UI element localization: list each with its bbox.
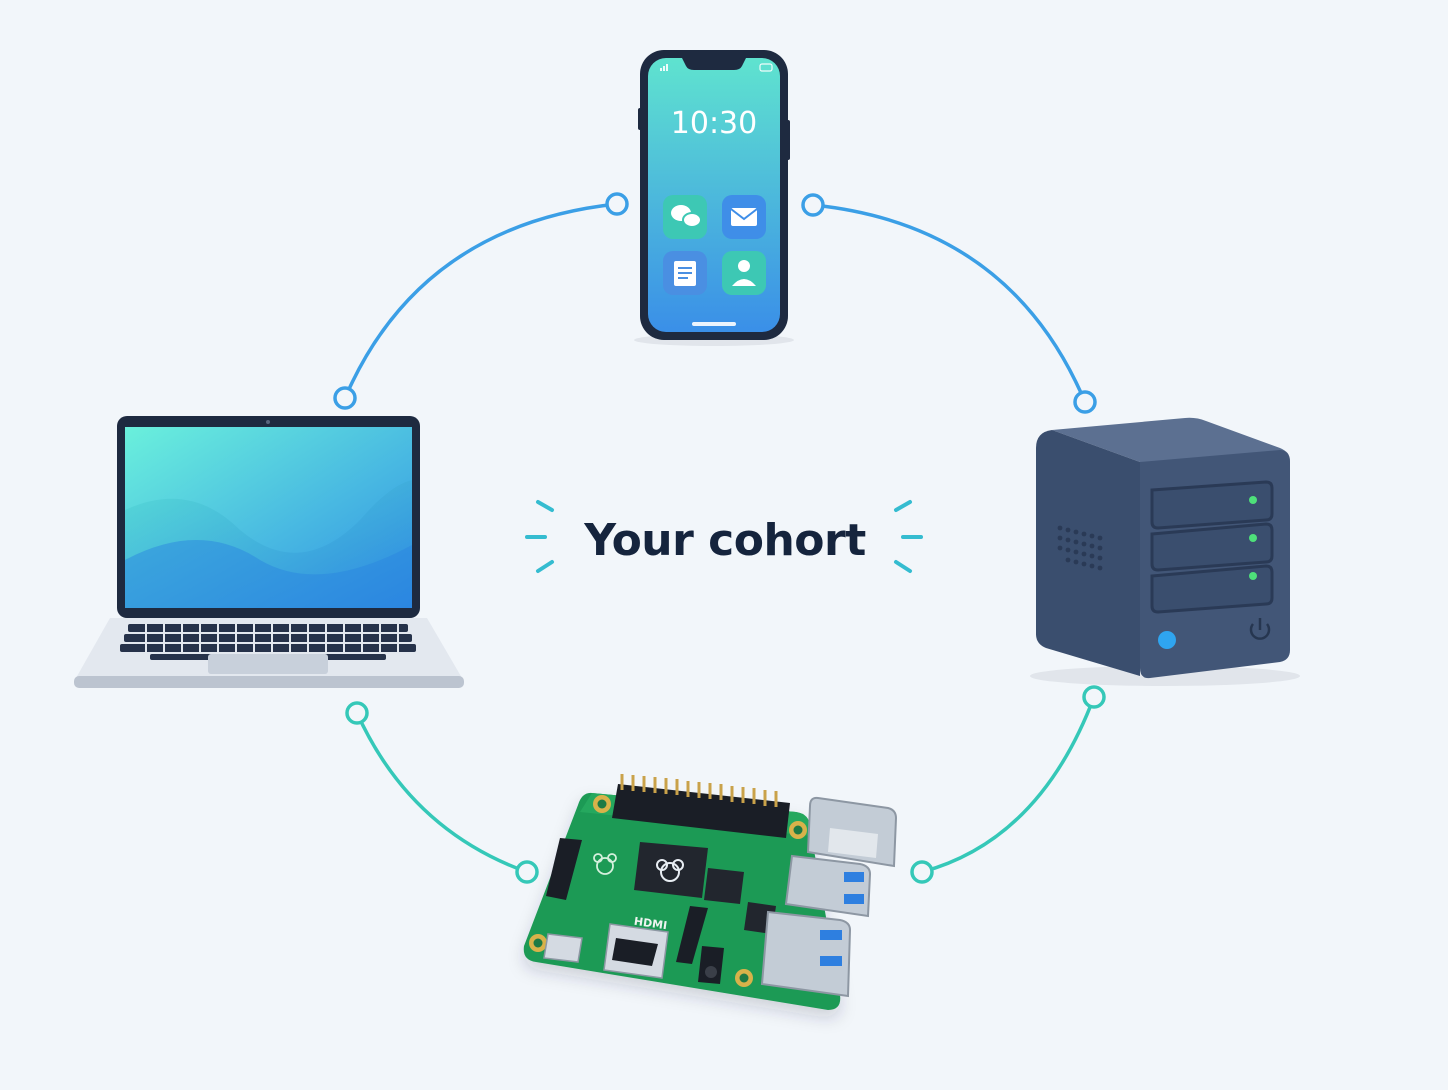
usb-port: [784, 854, 872, 918]
status-led: [1158, 631, 1176, 649]
vent-grille: [1057, 525, 1103, 571]
phone-clock: 10:30: [671, 106, 757, 141]
title-burst-right: [894, 500, 923, 573]
connector-dot: [910, 860, 934, 884]
smartphone-icon: 10:30: [634, 50, 794, 346]
contact-icon: [722, 251, 766, 295]
chat-icon: [663, 195, 707, 239]
raspberry-logo-icon: [593, 853, 617, 875]
connector-dot: [515, 860, 539, 884]
home-indicator: [692, 322, 736, 326]
connector-dot: [333, 386, 357, 410]
pcb-board: [523, 792, 841, 1010]
link-laptop-phone: [333, 192, 629, 410]
laptop-icon: [74, 416, 464, 688]
diagram-title: Your cohort: [584, 514, 866, 566]
single-board-computer-icon: HDMI: [523, 774, 898, 1010]
link-phone-nas: [801, 193, 1097, 414]
trackpad: [208, 654, 328, 674]
connector-dot: [801, 193, 825, 217]
link-pi-laptop: [345, 701, 539, 884]
micro-usb-port: [543, 933, 583, 963]
title-burst-left: [525, 500, 554, 573]
drive-bay: [1150, 564, 1274, 614]
gpio-header: [612, 774, 790, 838]
memory-chip: [704, 868, 744, 904]
hdmi-port: HDMI: [603, 915, 669, 979]
drive-bay: [1150, 480, 1274, 530]
audio-jack: [698, 946, 724, 984]
document-icon: [663, 251, 707, 295]
power-icon: [1249, 618, 1271, 640]
connector-dot: [605, 192, 629, 216]
link-nas-pi: [910, 685, 1106, 884]
server-icon: [1030, 417, 1300, 686]
battery-icon: [759, 63, 773, 72]
signal-icon: [660, 64, 668, 71]
soc-chip: [634, 842, 708, 898]
mail-icon: [722, 195, 766, 239]
drive-bay: [1150, 522, 1274, 572]
connector-dot: [1082, 685, 1106, 709]
usb-port: [760, 910, 852, 998]
connector-dot: [345, 701, 369, 725]
hdmi-label: HDMI: [633, 915, 668, 933]
ethernet-port: [806, 796, 898, 868]
connector-dot: [1073, 390, 1097, 414]
phone-notch: [682, 58, 746, 70]
